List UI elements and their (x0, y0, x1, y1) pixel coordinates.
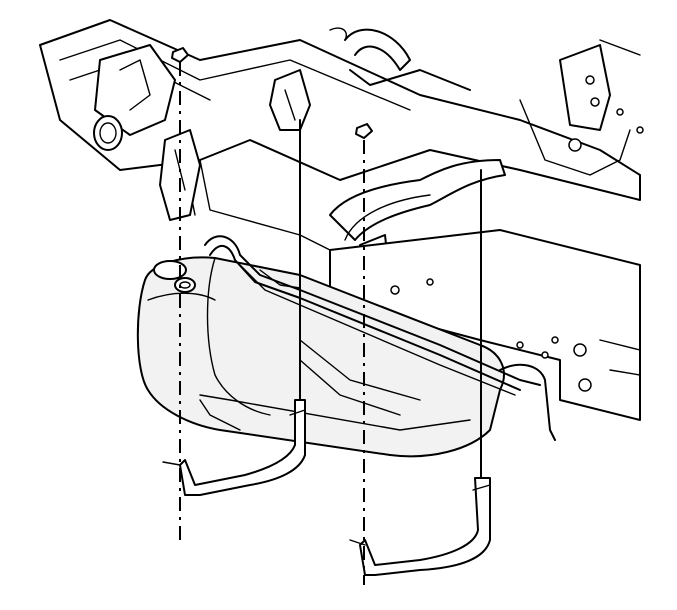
fuel-tank (136, 256, 505, 458)
nut-center (355, 123, 373, 139)
filler-neck (153, 260, 196, 293)
alignment-centerlines (179, 62, 365, 585)
frame-bracket-right (519, 39, 644, 176)
crossmember-left (93, 44, 176, 151)
strap-rods (299, 119, 482, 479)
fuel-tank-strap-right (349, 477, 491, 576)
wiring-harness-top (329, 27, 471, 91)
fuel-tank-strap-left (162, 399, 306, 496)
nut-left (171, 47, 189, 63)
